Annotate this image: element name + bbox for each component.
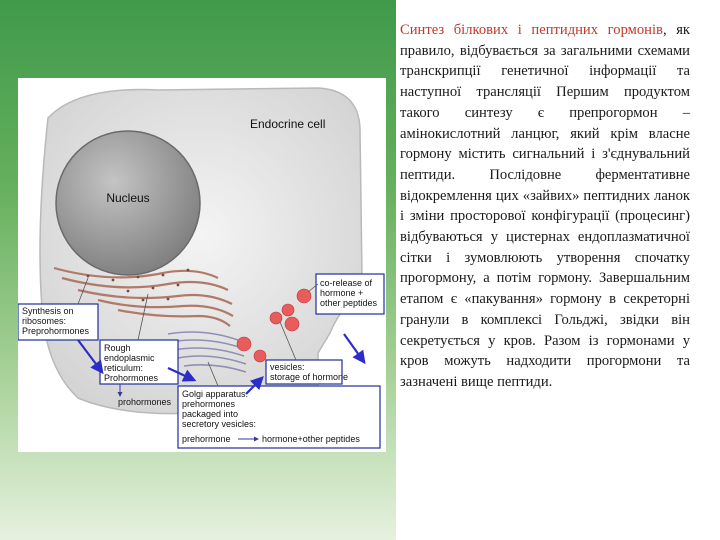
golgi-label-2: prehormones bbox=[182, 399, 236, 409]
golgi-label-1: Golgi apparatus: bbox=[182, 389, 248, 399]
description-paragraph: Синтез білкових і пептидних гормонів, як… bbox=[400, 20, 690, 393]
rough-er-label-4: Prohormones bbox=[104, 373, 159, 383]
pointer-lines bbox=[77, 277, 319, 387]
nucleus bbox=[55, 130, 201, 276]
arrow-ribosome-to-er bbox=[77, 339, 104, 375]
corelease-label-1: co-release of bbox=[320, 278, 373, 288]
text-panel bbox=[396, 0, 720, 540]
rough-er-box bbox=[99, 339, 179, 385]
rough-er bbox=[53, 266, 234, 327]
vesicles-label-1: vesicles: bbox=[270, 362, 305, 372]
ribosomes-label-2: ribosomes: bbox=[22, 316, 66, 326]
rough-er-label-1: Rough bbox=[104, 343, 131, 353]
golgi-label-4: secretory vesicles: bbox=[182, 419, 256, 429]
golgi-apparatus bbox=[167, 331, 247, 373]
arrow-corelease bbox=[343, 333, 366, 365]
process-arrows bbox=[77, 333, 366, 395]
golgi-label-3: packaged into bbox=[182, 409, 238, 419]
corelease-label-3: other peptides bbox=[320, 298, 378, 308]
vesicles-label-2: storage of hormone bbox=[270, 372, 348, 382]
paragraph-body: , як правило, відбувається за загальними… bbox=[400, 22, 690, 390]
paragraph-highlight: Синтез білкових і пептидних гормонів bbox=[400, 22, 663, 38]
corelease-box bbox=[315, 273, 385, 315]
rough-er-label-3: reticulum: bbox=[104, 363, 143, 373]
rough-er-label-2: endoplasmic bbox=[104, 353, 155, 363]
arrow-golgi-to-vesicles bbox=[245, 376, 264, 395]
ribosome-dots bbox=[86, 268, 190, 302]
ribosomes-label-3: Preprohormones bbox=[22, 326, 90, 336]
vesicles-box bbox=[265, 359, 343, 385]
corelease-label-2: hormone + bbox=[320, 288, 363, 298]
arrow-er-to-golgi bbox=[167, 367, 197, 382]
ribosomes-label-1: Synthesis on bbox=[22, 306, 74, 316]
golgi-bottom-left: prehormone bbox=[182, 434, 231, 444]
golgi-box bbox=[177, 385, 381, 449]
cell-label: Endocrine cell bbox=[250, 117, 325, 131]
endocrine-cell-diagram: Nucleus Endocrine cell Synthesis on ribo bbox=[18, 78, 386, 452]
golgi-bottom-right: hormone+other peptides bbox=[262, 434, 360, 444]
prohormones-label: prohormones bbox=[118, 397, 172, 407]
nucleus-label: Nucleus bbox=[106, 191, 149, 205]
ribosomes-box bbox=[18, 303, 99, 341]
